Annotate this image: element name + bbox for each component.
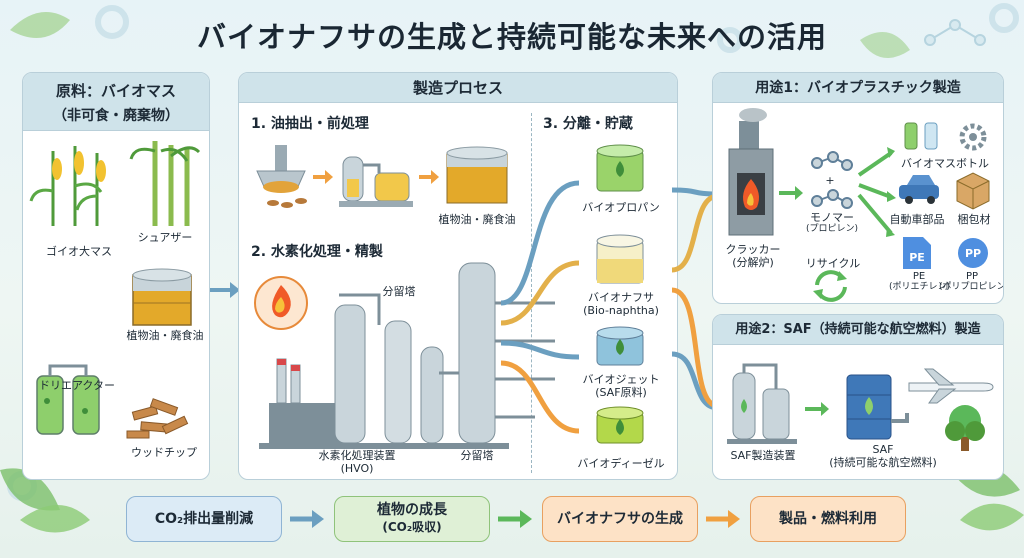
use2-illustrations [727, 363, 994, 451]
arrow-raw-to-process [210, 282, 240, 298]
use1-panel: 用途1：バイオプラスチック製造 + [712, 72, 1004, 304]
raw-item-label: シュアザー [137, 231, 193, 244]
process-divider [531, 113, 532, 473]
use1-header: 用途1：バイオプラスチック製造 [713, 73, 1003, 103]
cracker-label: クラッカー(分解炉) [725, 243, 781, 269]
cycle-arrow [290, 510, 324, 528]
saf-unit-icon [727, 363, 797, 444]
corn-icon [29, 146, 106, 226]
product-label: 梱包材 [957, 213, 991, 226]
cycle-step-usage: 製品・燃料利用 [750, 496, 906, 542]
cycle-step-co2: CO₂排出量削減 [126, 496, 282, 542]
raw-item-label: ドリエアクター [38, 379, 115, 392]
cycle-arrow [498, 510, 532, 528]
vegetable-oil-tank-icon [446, 146, 508, 204]
cycle-step-naphtha: バイオナフサの生成 [542, 496, 698, 542]
process-panel: 製造プロセス 1. 油抽出・前処理 2. 水素化処理・精製 3. 分離・貯蔵 [238, 72, 678, 480]
saf-fuel-label: SAF(持続可能な航空燃料) [829, 443, 937, 469]
process-header: 製造プロセス [239, 73, 677, 103]
raw-materials-header: 原料：バイオマス （非可食・廃棄物） [23, 73, 209, 131]
raw-materials-illustrations [29, 141, 201, 439]
cycle-step-growth: 植物の成長(CO₂吸収) [334, 496, 490, 542]
diesel-tank-icon [596, 406, 644, 444]
step1-output-label: 植物油・廃食油 [438, 213, 516, 226]
raw-materials-panel: 原料：バイオマス （非可食・廃棄物） [22, 72, 210, 480]
svg-text:PP: PP [965, 247, 981, 260]
step1-title: 1. 油抽出・前処理 [251, 116, 369, 132]
tank-label: バイオプロパン [582, 201, 660, 214]
oil-press-icon [256, 145, 307, 208]
monomer-label: モノマー(プロピレン) [805, 211, 859, 234]
raw-item-label: ウッドチップ [131, 446, 197, 459]
airplane-icon [908, 368, 994, 404]
monomer-molecule-icon [811, 151, 853, 209]
tree-icon [945, 405, 985, 451]
tank-label: バイオナフサ(Bio-naphtha) [583, 291, 659, 317]
use2-header: 用途2：SAF（持続可能な航空燃料）製造 [713, 315, 1003, 345]
tower-label: 分留塔 [382, 285, 416, 298]
separator-icon [339, 156, 413, 207]
product-label: 自動車部品 [889, 213, 945, 226]
hydrotreater-label: 水素化処理装置 (HVO) [318, 449, 396, 475]
flame-bubble-icon [254, 276, 308, 330]
gear-icon [959, 123, 987, 151]
product-label: バイオマスボトル [901, 157, 989, 170]
saf-unit-label: SAF製造装置 [730, 449, 796, 462]
fractionator-label: 分留塔 [460, 449, 494, 462]
oil-tank-icon [132, 268, 192, 326]
bottle-icon [904, 122, 938, 150]
box-icon [956, 172, 990, 210]
refinery-icon [259, 262, 555, 449]
tank-label: バイオディーゼル [577, 457, 665, 470]
bioreactor-icon [36, 364, 100, 435]
use2-panel: 用途2：SAF（持続可能な航空燃料）製造 SAF製造装置 SAF(持続可能な航空… [712, 314, 1004, 480]
step3-title: 3. 分離・貯蔵 [543, 116, 633, 132]
fuel-drum-icon [846, 374, 909, 440]
pp-label: PP(ポリプロピレン) [939, 271, 1004, 292]
sugarcane-icon [129, 141, 201, 226]
cycle-arrow [706, 510, 740, 528]
propane-tank-icon [596, 144, 644, 192]
process-illustrations [254, 144, 644, 449]
recycle-icon [813, 270, 847, 302]
car-icon [899, 175, 939, 204]
tank-label: バイオジェット(SAF原料) [582, 373, 660, 399]
svg-text:+: + [825, 174, 834, 187]
raw-item-label: ゴイオ大マス [46, 245, 112, 258]
step2-title: 2. 水素化処理・精製 [251, 244, 383, 260]
pe-label: PE(ポリエチレン) [889, 271, 951, 292]
use1-illustrations: + PE PP [728, 108, 990, 302]
cracker-furnace-icon [728, 108, 774, 236]
connector-arrows [671, 187, 728, 414]
naphtha-tank-icon [596, 234, 644, 284]
pp-icon: PP [958, 238, 988, 268]
page-title: バイオナフサの生成と持続可能な未来への活用 [196, 20, 827, 54]
recycle-label: リサイクル [805, 257, 861, 270]
svg-text:PE: PE [909, 251, 925, 264]
pe-icon: PE [903, 237, 931, 269]
raw-item-label: 植物油・廃食油 [126, 329, 204, 342]
jet-fuel-tank-icon [596, 326, 644, 366]
wood-chips-icon [126, 398, 189, 439]
